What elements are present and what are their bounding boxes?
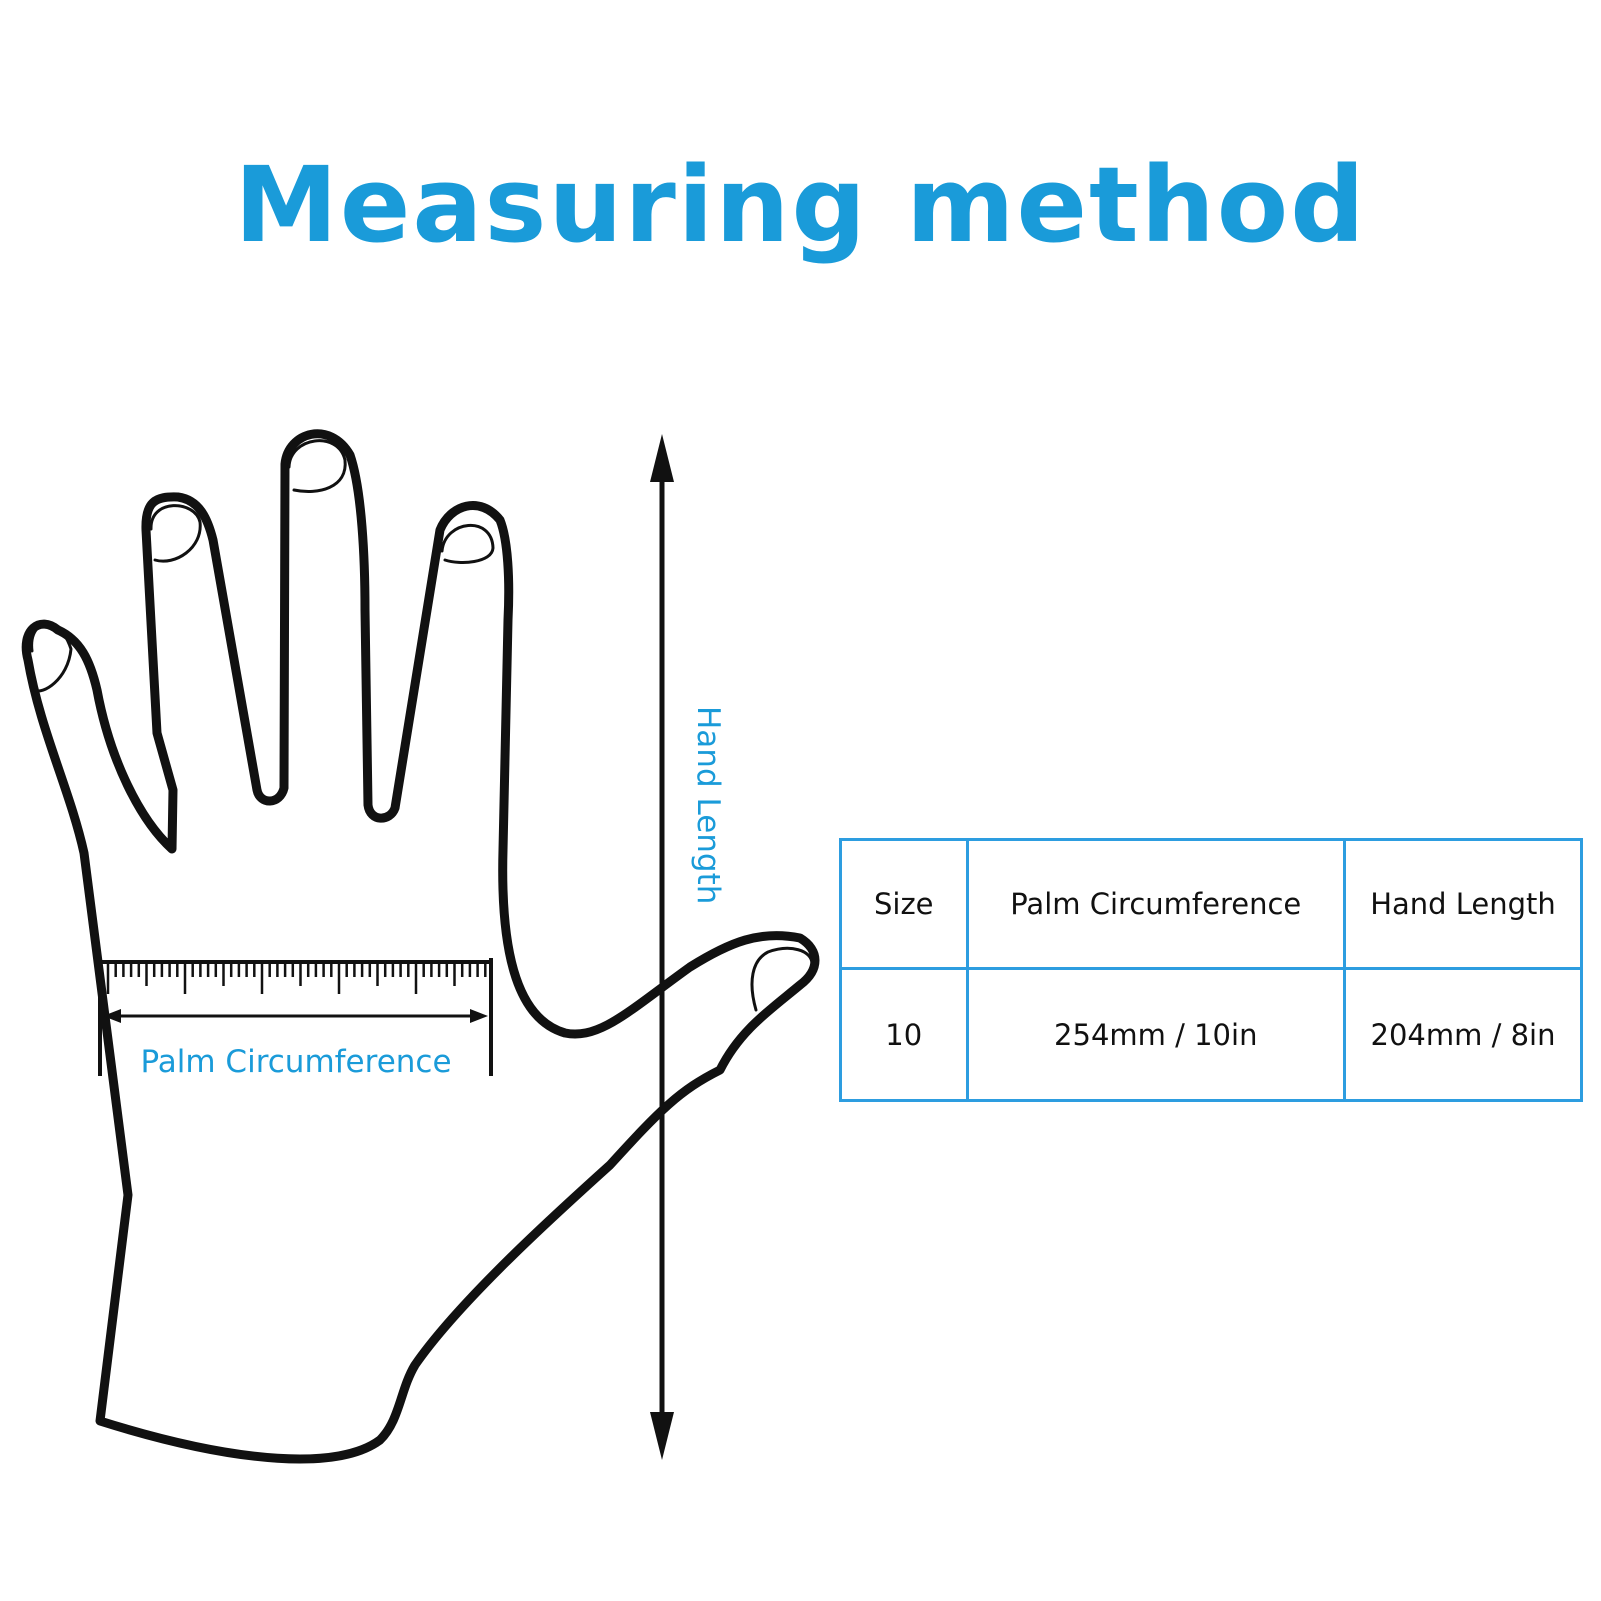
size-table: Size Palm Circumference Hand Length 10 2… [839,838,1583,1102]
index-nail [440,523,495,564]
palm-width-arrowhead-left [103,1009,121,1023]
table-header-row: Size Palm Circumference Hand Length [839,838,1583,970]
hand-length-arrowhead-bottom [650,1412,674,1460]
page-title: Measuring method [234,144,1367,266]
header-size: Size [839,838,969,970]
palm-circumference-label: Palm Circumference [140,1044,451,1080]
hand-length-arrow [650,434,674,1460]
cell-palm-circumference: 254mm / 10in [965,967,1347,1102]
palm-width-arrow [103,1009,488,1023]
palm-ruler [98,958,493,1076]
header-palm-circumference: Palm Circumference [965,838,1347,970]
header-hand-length: Hand Length [1343,838,1583,970]
palm-width-arrowhead-right [470,1009,488,1023]
middle-nail [287,439,347,493]
ruler-ticks [106,962,487,994]
cell-size: 10 [839,967,969,1102]
hand-length-arrowhead-top [650,434,674,482]
pinky-nail [30,622,73,693]
hand-contour [21,429,820,1464]
cell-hand-length: 204mm / 8in [1343,967,1583,1102]
hand-outline [21,429,820,1464]
thumb-nail [750,947,814,1017]
table-row: 10 254mm / 10in 204mm / 8in [839,967,1583,1102]
ring-nail [149,504,202,563]
hand-length-label: Hand Length [690,706,726,904]
